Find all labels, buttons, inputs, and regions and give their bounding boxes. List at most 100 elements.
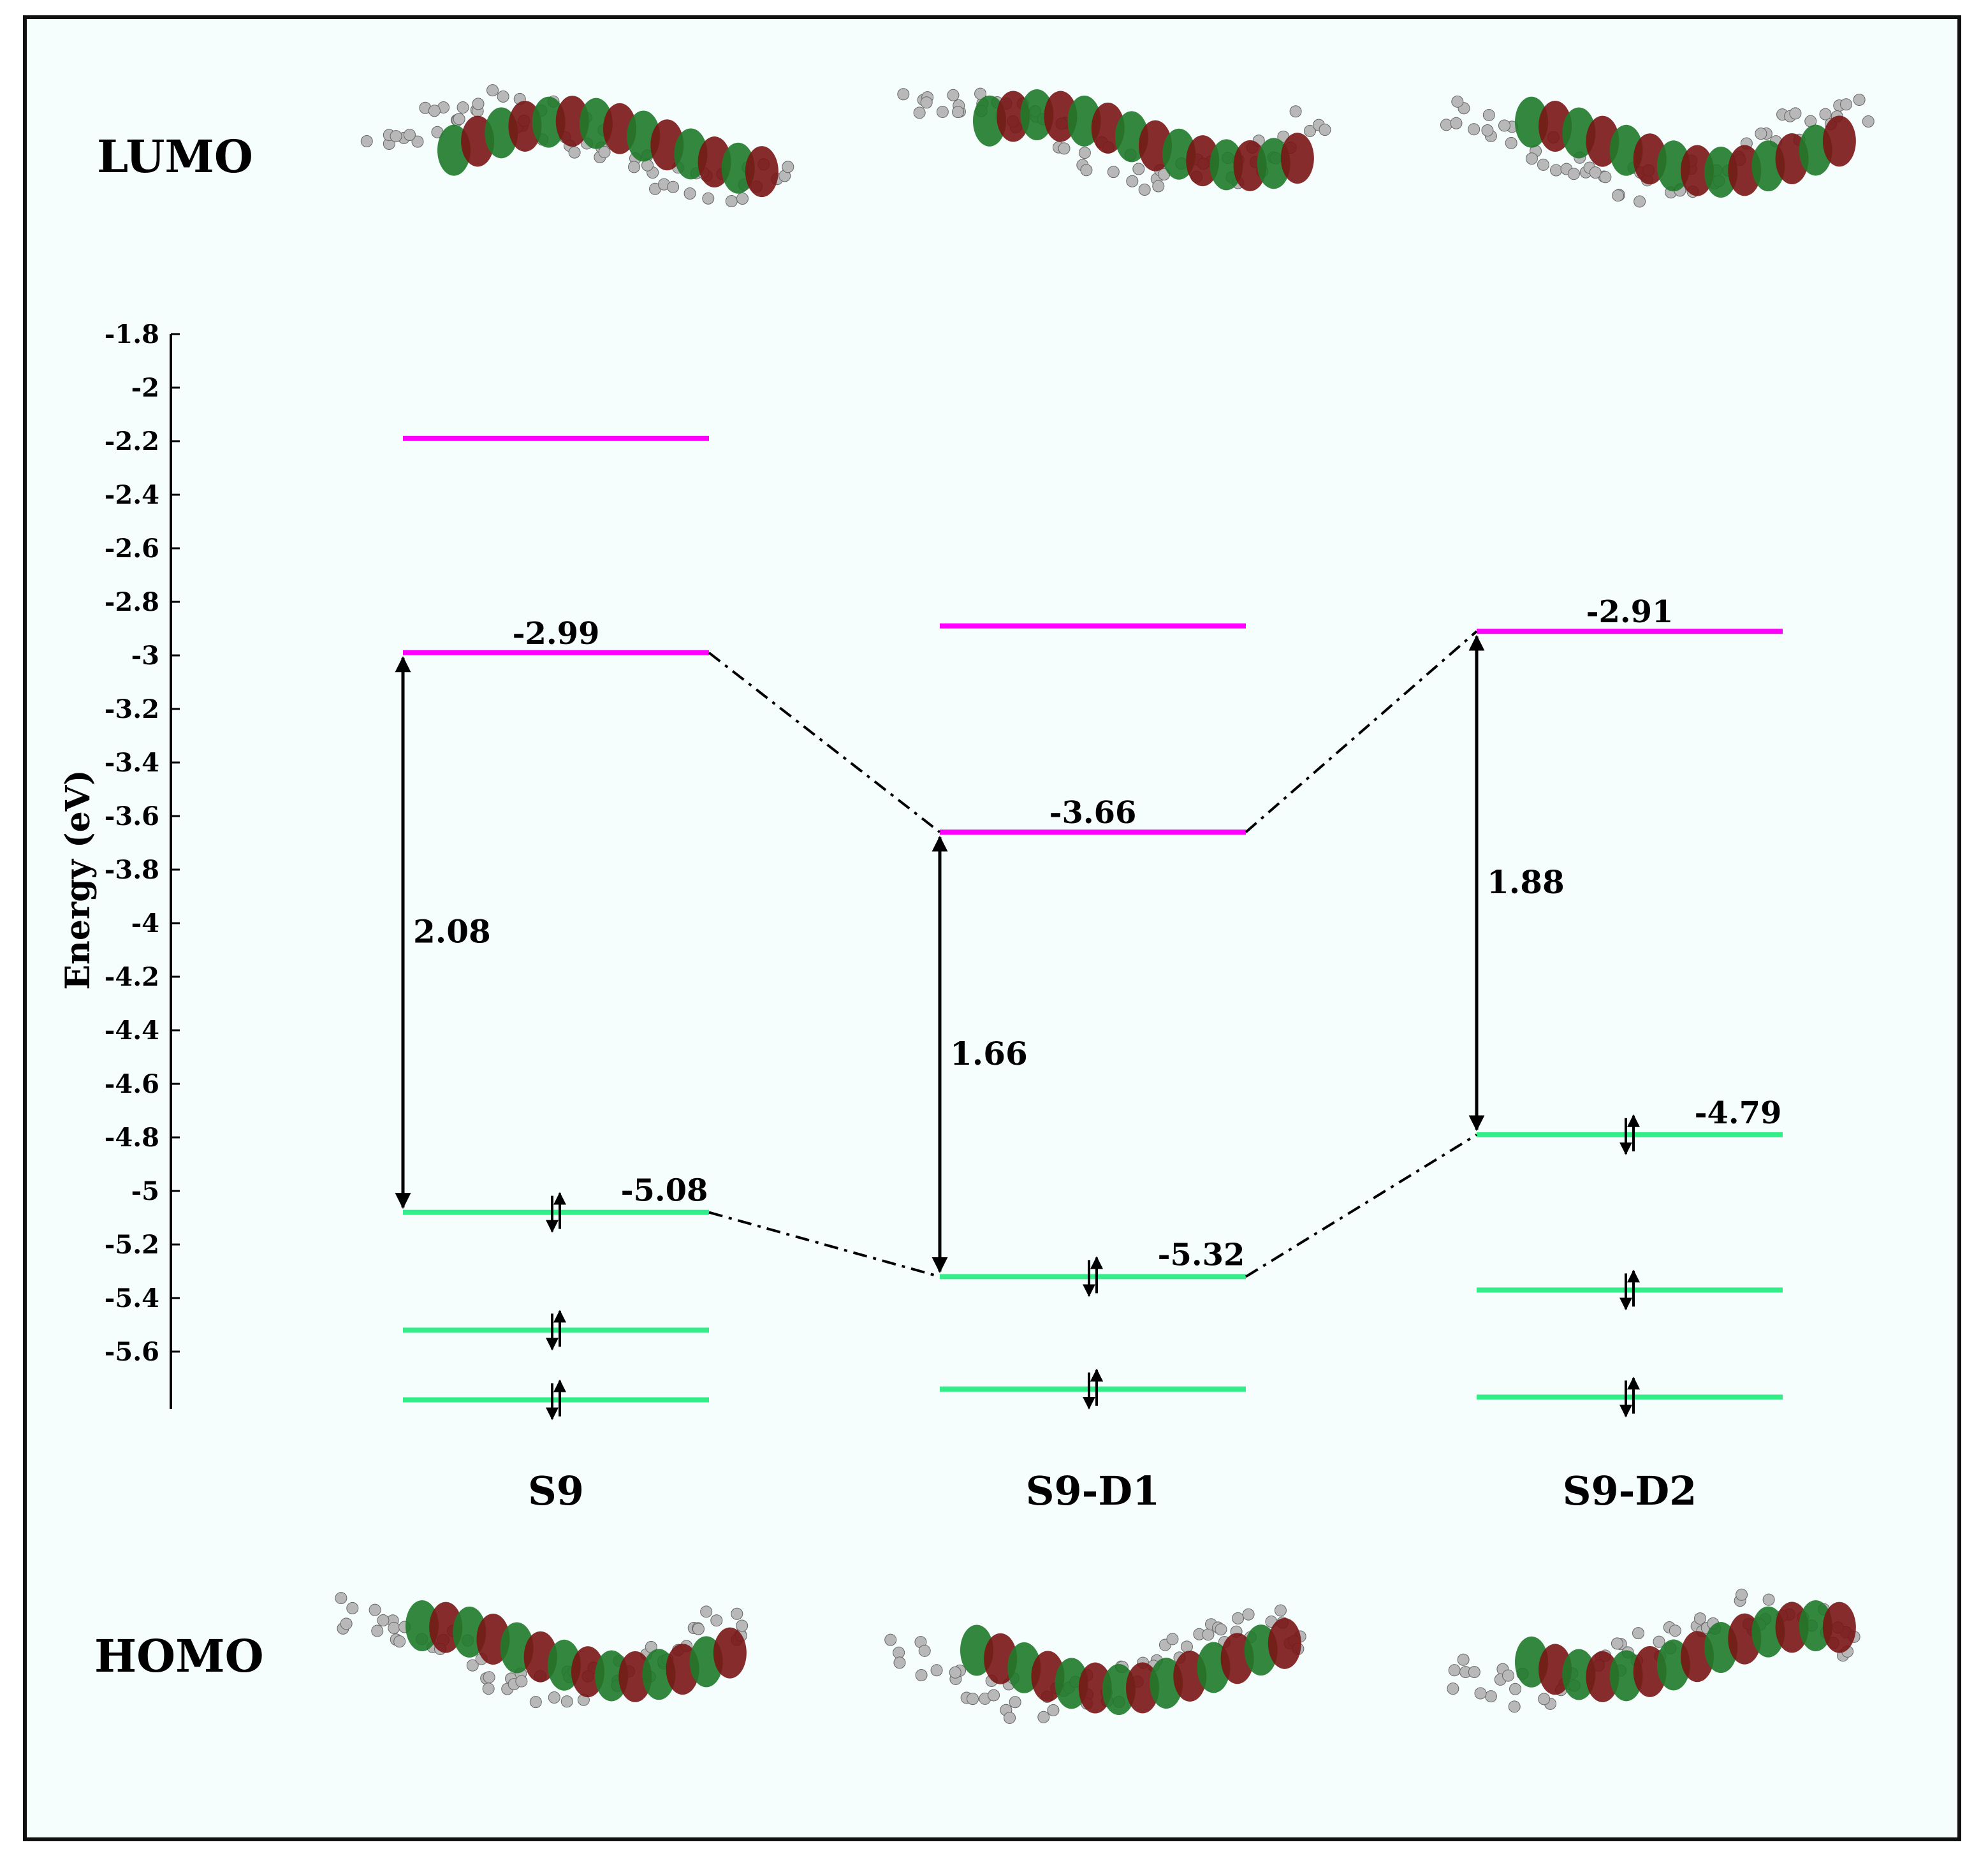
atom-mark (377, 1614, 390, 1626)
atom-mark (411, 135, 424, 148)
y-tick-label: -4.6 (105, 1069, 159, 1099)
atom-mark (628, 161, 641, 173)
atom-mark (1457, 1653, 1470, 1666)
level-connector (708, 1211, 940, 1278)
atom-mark (1107, 166, 1120, 179)
atom-mark (736, 193, 749, 205)
orbital-lobe (555, 96, 589, 147)
atom-mark (1632, 1627, 1644, 1640)
atom-mark (335, 1592, 347, 1605)
atom-mark (974, 87, 987, 100)
atom-mark (731, 1607, 743, 1620)
atom-mark (1242, 1608, 1255, 1621)
y-tick-label: -2.2 (105, 427, 159, 456)
electron-spin-marks (546, 1114, 1640, 1420)
atom-mark (1274, 1604, 1287, 1617)
atom-mark (1736, 1588, 1748, 1601)
atom-mark (466, 1659, 479, 1672)
atom-mark (1232, 1612, 1245, 1624)
orbital-lobe (1102, 1663, 1136, 1715)
atom-mark (1482, 108, 1495, 121)
atom-mark (403, 128, 416, 141)
atom-mark (472, 98, 485, 110)
homo-orbital-image (335, 1592, 749, 1709)
atom-mark (1853, 93, 1866, 106)
orbital-lobe (1822, 115, 1856, 167)
atom-mark (1537, 158, 1549, 171)
orbital-lobe (1822, 1602, 1856, 1653)
level-connector (708, 652, 941, 833)
atom-mark (346, 1602, 359, 1614)
atom-mark (1126, 175, 1139, 187)
atom-mark (1538, 1693, 1551, 1705)
atom-mark (936, 105, 949, 118)
system-label: S9-D2 (1563, 1468, 1697, 1514)
atom-mark (548, 1691, 560, 1704)
homo-orbital-image (1447, 1588, 1860, 1713)
y-axis-label: Energy (eV) (59, 770, 98, 989)
atom-mark (1447, 1682, 1459, 1695)
system-label: S9 (528, 1468, 584, 1514)
y-tick-label: -3.2 (105, 694, 159, 724)
atom-mark (428, 105, 441, 117)
orbital-lobe (1210, 139, 1243, 191)
atom-mark (1481, 124, 1494, 137)
y-tick-label: -5 (131, 1176, 159, 1206)
orbital-lobe (1681, 145, 1714, 196)
atom-mark (1567, 168, 1580, 180)
atom-mark (893, 1656, 906, 1669)
orbital-lobe (618, 1651, 652, 1702)
orbital-lobe (406, 1600, 439, 1652)
atom-mark (529, 1696, 542, 1709)
y-axis-ticks: -1.8-2-2.2-2.4-2.6-2.8-3-3.2-3.4-3.6-3.8… (105, 319, 180, 1367)
atom-mark (1450, 117, 1463, 129)
orbital-lobe (1562, 1649, 1596, 1700)
y-tick-label: -3.4 (105, 748, 159, 778)
y-tick-label: -4.8 (105, 1123, 159, 1153)
orbital-lobe (745, 146, 778, 198)
atom-mark (930, 1664, 943, 1677)
atom-mark (725, 194, 738, 207)
orbital-lobe (1280, 133, 1314, 184)
homo-value-label: -4.79 (1695, 1095, 1782, 1131)
gap-value-label: 1.88 (1487, 863, 1565, 901)
atom-mark (393, 1635, 406, 1648)
y-tick-label: -3.6 (105, 801, 159, 831)
atom-mark (702, 192, 715, 205)
atom-mark (1525, 152, 1538, 165)
atom-mark (915, 1669, 928, 1682)
y-tick-label: -3.8 (105, 855, 159, 885)
atom-mark (1009, 1696, 1021, 1709)
homo-value-label: -5.32 (1158, 1237, 1245, 1273)
y-tick-label: -2.4 (105, 480, 159, 510)
atom-mark (1078, 147, 1091, 159)
atom-mark (1789, 107, 1802, 120)
atom-mark (1862, 115, 1875, 128)
atom-mark (1498, 119, 1510, 132)
atom-mark (1762, 1593, 1775, 1606)
orbital-lobe (997, 91, 1030, 142)
atom-mark (918, 1644, 931, 1657)
atom-mark (457, 101, 469, 114)
atom-mark (667, 180, 680, 193)
y-tick-label: -5.2 (105, 1230, 159, 1260)
orbital-images (335, 84, 1875, 1724)
atom-mark (340, 1617, 353, 1630)
level-connector (1245, 630, 1478, 833)
orbital-lobe (1020, 89, 1054, 141)
orbital-lobe (1704, 146, 1738, 198)
atom-mark (683, 187, 696, 200)
homo-row-label: HOMO (94, 1630, 264, 1682)
atom-mark (736, 1619, 749, 1632)
gap-arrows: 2.081.661.88 (395, 634, 1565, 1273)
gap-value-label: 2.08 (413, 913, 491, 951)
atom-mark (1138, 184, 1151, 196)
atom-mark (1132, 163, 1145, 175)
atom-mark (949, 1666, 961, 1679)
atom-mark (388, 1621, 400, 1634)
orbital-lobe (532, 96, 566, 148)
atom-mark (1693, 1612, 1706, 1625)
atom-mark (1508, 1700, 1521, 1713)
energy-level-diagram: LUMO HOMO -1.8-2-2.2-2.4-2.6-2.8-3-3.2-3… (59, 84, 1875, 1724)
orbital-lobe (1233, 140, 1267, 191)
